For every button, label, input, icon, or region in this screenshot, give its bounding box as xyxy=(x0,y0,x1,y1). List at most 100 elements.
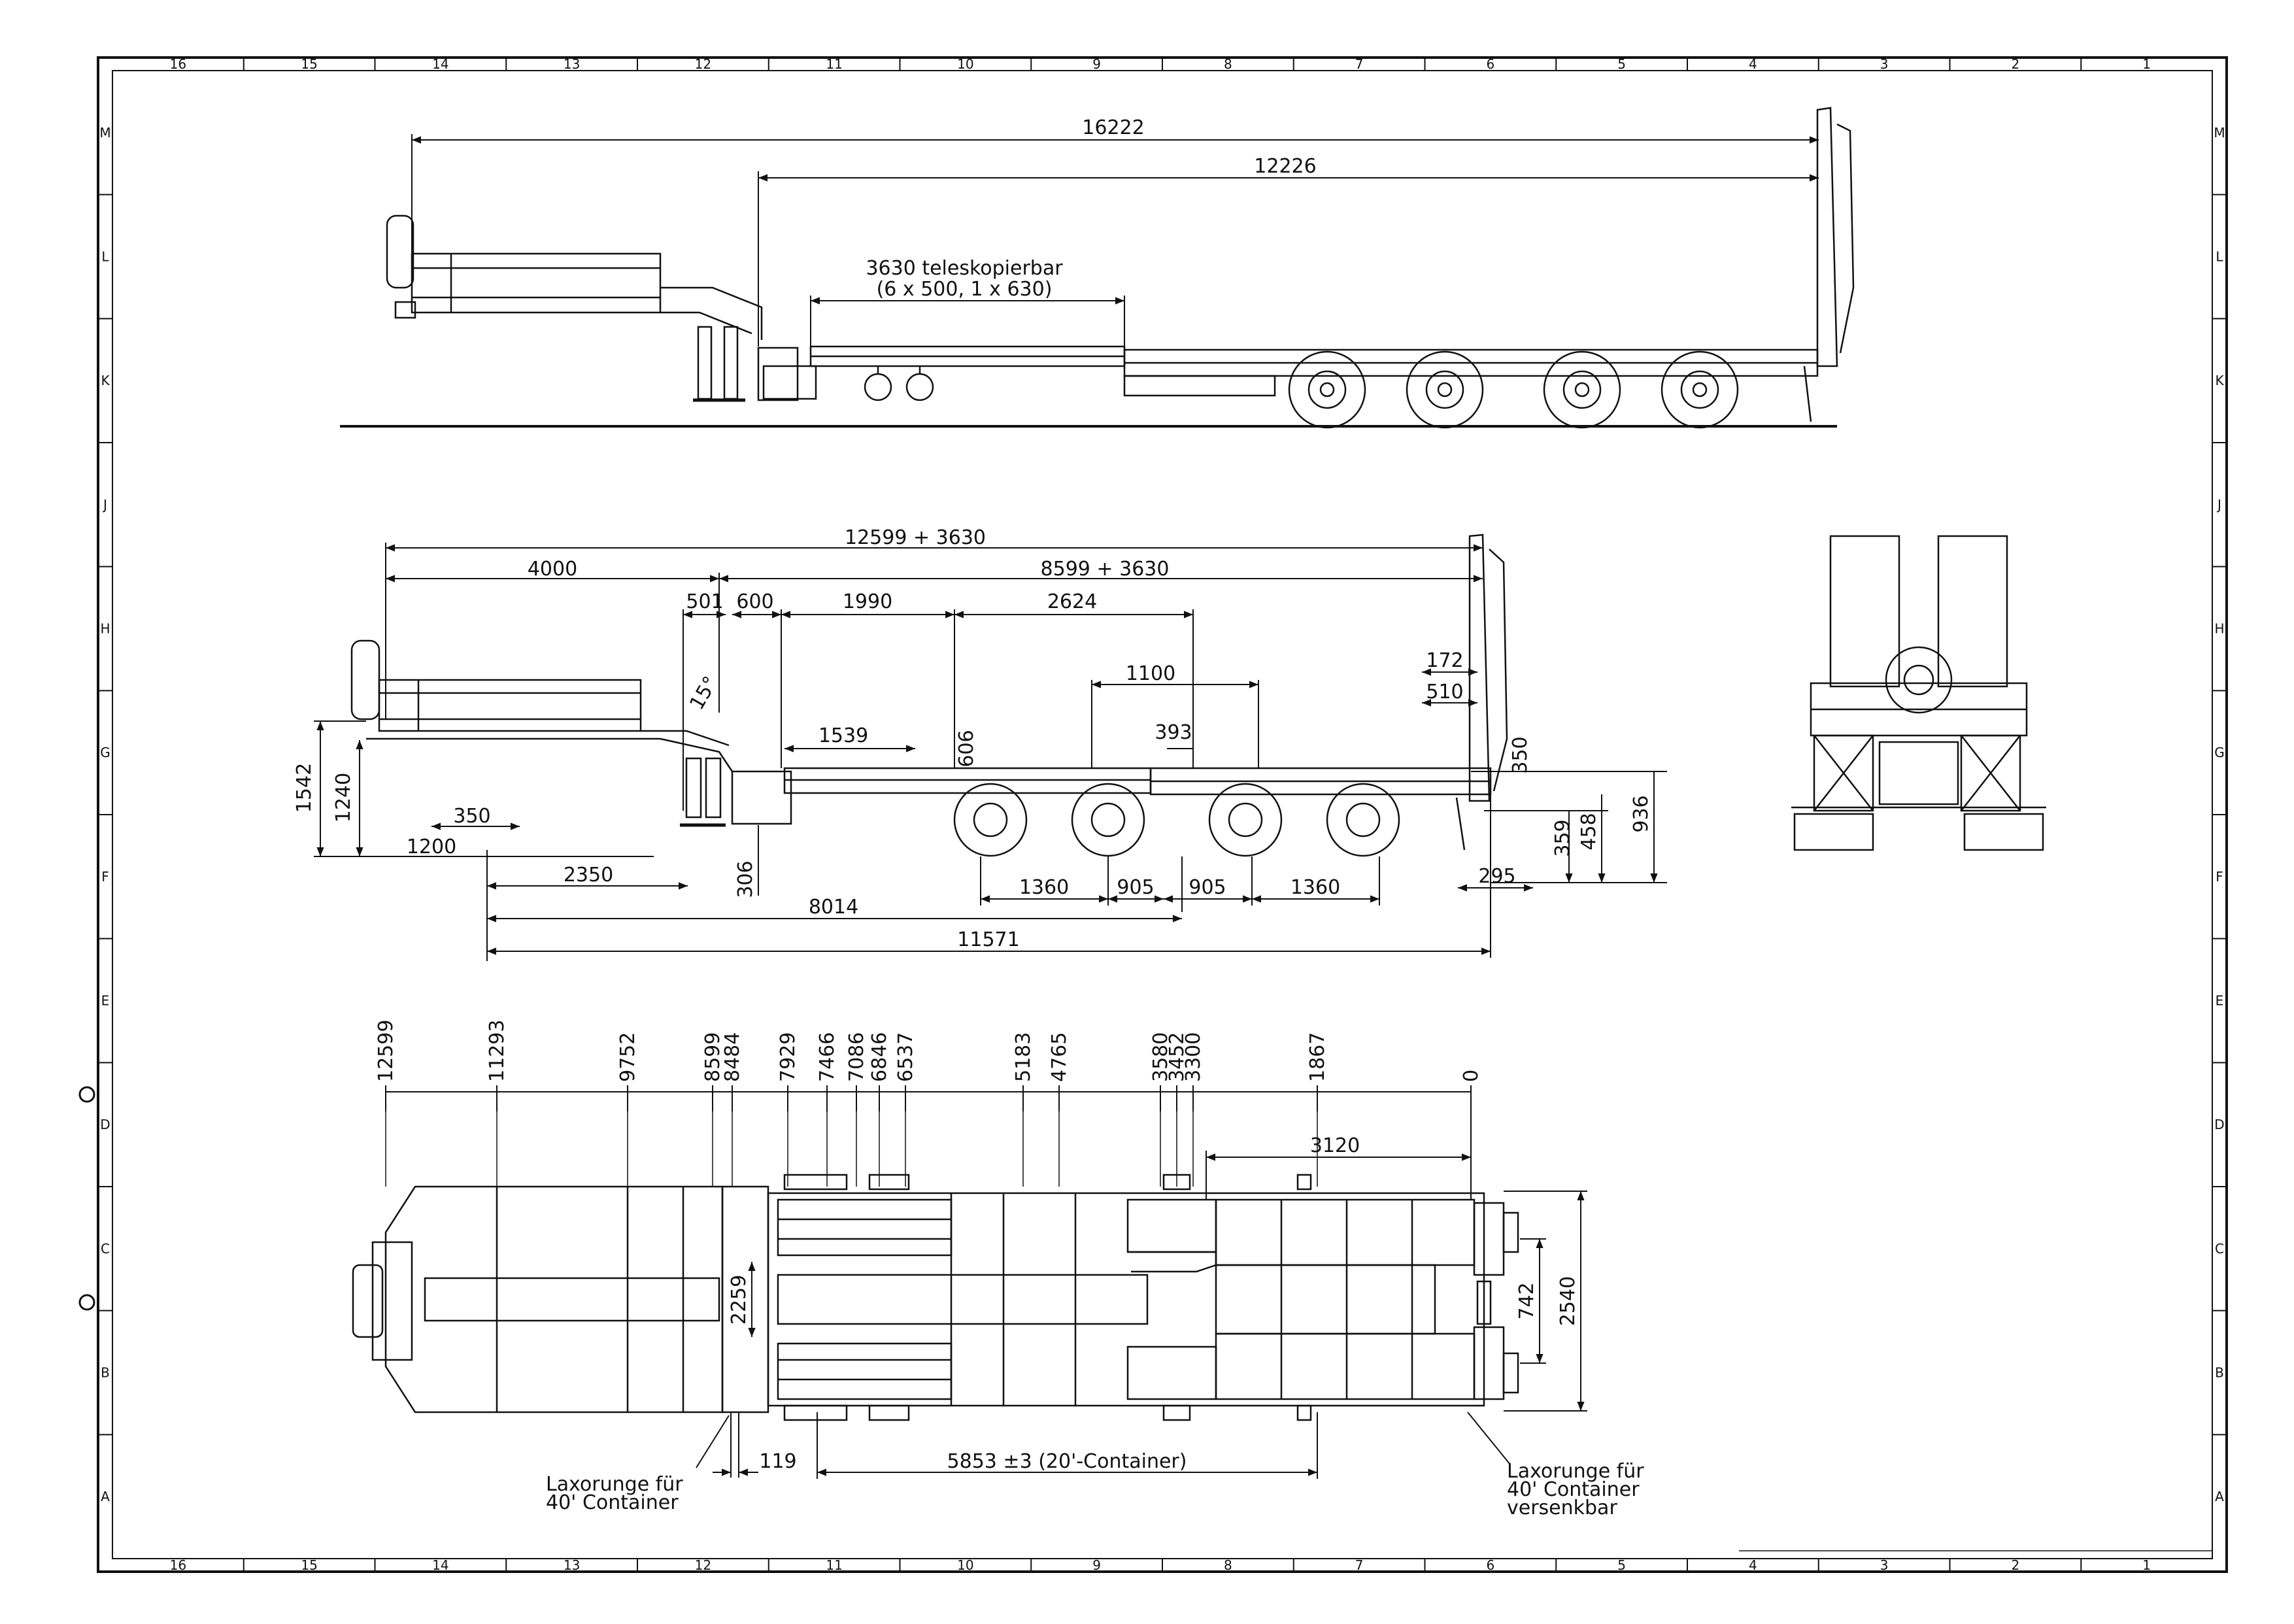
grid-row-label: D xyxy=(2214,1117,2224,1132)
side-view-trailer xyxy=(340,107,1855,429)
dim-905-b: 905 xyxy=(1189,876,1226,899)
dim-172: 172 xyxy=(1426,649,1463,672)
grid-row-label: K xyxy=(2215,373,2224,388)
station-label: 3580 xyxy=(1149,1032,1172,1082)
station-label: 11293 xyxy=(486,1020,509,1082)
note-right-line3: versenkbar xyxy=(1507,1497,1617,1519)
grid-row-label: F xyxy=(101,869,109,885)
grid-row-label: C xyxy=(101,1241,110,1257)
dim-905-a: 905 xyxy=(1117,876,1154,899)
binding-holes xyxy=(78,1086,95,1311)
dim-1200: 1200 xyxy=(407,836,456,858)
station-label: 3300 xyxy=(1182,1032,1205,1082)
note-right-line1: Laxorunge für xyxy=(1507,1460,1644,1483)
drawing-frame xyxy=(97,56,2228,1573)
note-right-line2: 40' Container xyxy=(1507,1478,1640,1501)
grid-row-label: L xyxy=(2216,249,2223,265)
dim-1240: 1240 xyxy=(332,773,355,822)
station-label: 7086 xyxy=(845,1032,868,1082)
dim-936: 936 xyxy=(1630,795,1653,832)
dim-1100: 1100 xyxy=(1126,662,1175,685)
plan-view-trailer xyxy=(352,1174,1519,1421)
station-label: 8599 xyxy=(701,1032,724,1082)
grid-row-label: B xyxy=(101,1365,110,1381)
station-label: 8484 xyxy=(721,1032,744,1082)
grid-row-label: D xyxy=(100,1117,110,1132)
station-label: 3452 xyxy=(1166,1032,1189,1082)
grid-col-label: 9 xyxy=(1092,56,1101,72)
dim-606: 606 xyxy=(955,730,978,767)
grid-col-label: 3 xyxy=(1880,1557,1889,1573)
dim-8014: 8014 xyxy=(809,896,858,919)
dim-container-20: 5853 ±3 (20'-Container) xyxy=(947,1450,1187,1473)
plan-view-dimensions xyxy=(386,1085,1587,1479)
angle-15: 15° xyxy=(685,672,722,714)
station-label: 9752 xyxy=(616,1032,639,1082)
grid-col-label: 5 xyxy=(1617,1557,1626,1573)
elevation-trailer xyxy=(350,533,1508,857)
grid-col-label: 10 xyxy=(957,1557,973,1573)
grid-col-label: 12 xyxy=(695,56,711,72)
plan-view-dimension-text: 3120 2259 742 2540 119 5853 ±3 (20'-Cont… xyxy=(546,1134,1644,1519)
grid-col-label: 2 xyxy=(2012,1557,2020,1573)
dim-11571: 11571 xyxy=(957,928,1019,951)
grid-col-label: 10 xyxy=(957,56,973,72)
station-label: 12599 xyxy=(375,1020,397,1082)
telescopic-detail: (6 x 500, 1 x 630) xyxy=(877,278,1053,301)
grid-col-label: 7 xyxy=(1355,1557,1364,1573)
elevation-dimension-text: 12599 + 3630 4000 8599 + 3630 501 600 19… xyxy=(293,526,1653,951)
frame-ticks xyxy=(98,58,2227,1572)
grid-col-label: 7 xyxy=(1355,56,1364,72)
grid-col-label: 6 xyxy=(1487,1557,1495,1573)
grid-col-label: 14 xyxy=(432,1557,448,1573)
grid-row-label: K xyxy=(101,373,110,388)
grid-col-label: 12 xyxy=(695,1557,711,1573)
grid-row-label: A xyxy=(2215,1489,2224,1504)
dim-gooseneck-length: 4000 xyxy=(528,558,577,581)
dim-2540: 2540 xyxy=(1557,1276,1579,1326)
station-label: 0 xyxy=(1460,1070,1483,1082)
station-label: 1867 xyxy=(1306,1032,1329,1082)
dim-742: 742 xyxy=(1515,1282,1538,1319)
grid-row-label: E xyxy=(2216,993,2224,1009)
grid-row-label: G xyxy=(2214,745,2225,760)
grid-col-label: 4 xyxy=(1749,56,1757,72)
dim-2259: 2259 xyxy=(728,1275,751,1325)
grid-col-label: 3 xyxy=(1880,56,1889,72)
grid-col-label: 1 xyxy=(2142,1557,2151,1573)
grid-col-label: 8 xyxy=(1224,1557,1232,1573)
grid-col-label: 11 xyxy=(826,56,842,72)
rear-view-trailer xyxy=(1791,535,2046,851)
grid-col-label: 4 xyxy=(1749,1557,1757,1573)
side-view-dimensions xyxy=(411,134,1819,350)
station-label: 4765 xyxy=(1048,1032,1071,1082)
dim-350: 350 xyxy=(453,805,490,828)
grid-col-label: 1 xyxy=(2142,56,2151,72)
grid-row-label: M xyxy=(99,125,110,141)
grid-col-label: 14 xyxy=(432,56,448,72)
station-label: 7466 xyxy=(816,1032,839,1082)
dim-295: 295 xyxy=(1478,865,1515,888)
dim-1990: 1990 xyxy=(843,590,892,613)
dim-306: 306 xyxy=(734,860,757,898)
grid-row-label: L xyxy=(101,249,109,265)
dim-359: 359 xyxy=(1551,819,1574,856)
grid-col-label: 15 xyxy=(301,1557,317,1573)
grid-col-label: 2 xyxy=(2012,56,2020,72)
grid-col-label: 6 xyxy=(1487,56,1495,72)
dim-501: 501 xyxy=(686,590,723,613)
station-label: 7929 xyxy=(777,1032,800,1082)
grid-col-label: 9 xyxy=(1092,1557,1101,1573)
grid-row-label: M xyxy=(2214,125,2225,141)
dim-1542: 1542 xyxy=(293,763,316,813)
elevation-dimensions xyxy=(314,543,1667,961)
grid-row-label: C xyxy=(2215,1241,2224,1257)
dim-510: 510 xyxy=(1426,681,1463,703)
grid-col-label: 5 xyxy=(1617,56,1626,72)
dim-2350: 2350 xyxy=(564,864,613,887)
station-label: 6846 xyxy=(868,1032,891,1082)
dim-2624: 2624 xyxy=(1047,590,1097,613)
dim-3120: 3120 xyxy=(1310,1134,1360,1157)
dim-350-ramp: 350 xyxy=(1509,736,1532,773)
